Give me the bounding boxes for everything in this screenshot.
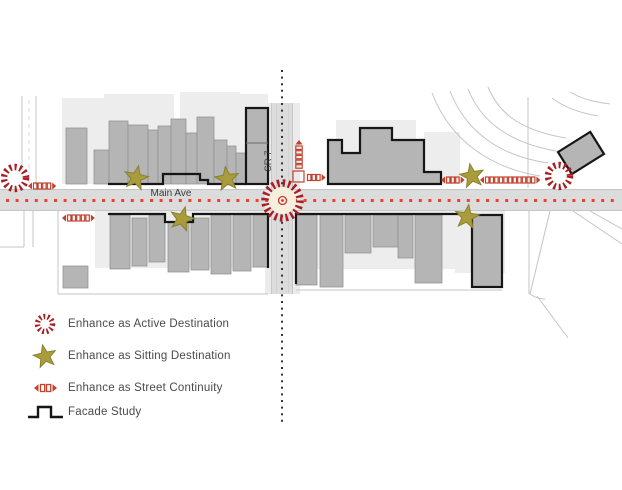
buildings-se-block — [295, 214, 443, 288]
street-continuity-marker-ne-long — [480, 176, 541, 184]
building — [185, 132, 198, 185]
street-continuity-marker-sr7-corner — [292, 140, 326, 183]
sr7-label: SR 7 — [263, 150, 274, 171]
building — [397, 214, 414, 259]
building — [190, 217, 210, 271]
building — [232, 214, 252, 272]
building — [147, 129, 159, 185]
facade-study-building-se — [470, 213, 504, 289]
building — [93, 149, 110, 185]
main-ave-road — [0, 189, 622, 211]
legend-item-facade-study: Facade Study — [26, 398, 141, 426]
arrow-squares-icon — [34, 383, 57, 393]
legend-label: Facade Study — [68, 406, 142, 418]
street-continuity-marker-nw — [28, 182, 57, 190]
building — [295, 214, 318, 286]
legend-label: Enhance as Street Continuity — [68, 382, 223, 394]
dashed-circle-icon — [34, 313, 56, 335]
building — [235, 152, 247, 185]
sitting-star — [457, 161, 486, 189]
building — [108, 120, 129, 185]
main-ave-label: Main Ave — [151, 188, 192, 199]
target-center-dot — [281, 199, 284, 202]
building — [344, 214, 372, 254]
building — [62, 265, 89, 289]
facade-study-building-nw — [244, 106, 270, 186]
star-icon — [31, 342, 59, 369]
active-destination-marker-left — [0, 163, 30, 193]
facade-study-line-sw — [108, 212, 270, 268]
facade-study-line-se — [294, 212, 468, 284]
building — [252, 214, 269, 268]
facade-study-line-nw — [108, 172, 246, 186]
building — [319, 214, 344, 288]
facade-study-building-ne — [326, 126, 443, 186]
legend-label: Enhance as Sitting Destination — [68, 350, 231, 362]
building — [210, 214, 232, 275]
street-continuity-marker-sw — [62, 214, 95, 222]
building — [157, 125, 172, 185]
legend-item-active-destination: Enhance as Active Destination — [26, 310, 229, 338]
street-continuity-marker-ne-short — [441, 176, 465, 184]
building — [65, 127, 88, 185]
legend-label: Enhance as Active Destination — [68, 318, 230, 330]
legend-item-street-continuity: Enhance as Street Continuity — [26, 374, 223, 402]
building — [414, 214, 443, 284]
building — [131, 217, 148, 267]
active-destination-marker-right — [544, 161, 574, 191]
target-center-icon — [277, 195, 288, 206]
side-roads — [0, 86, 622, 339]
active-destination-marker-intersection — [261, 179, 304, 222]
building — [148, 214, 166, 263]
buildings-sw-block — [62, 214, 269, 289]
building — [109, 214, 131, 270]
stepped-line-icon — [28, 405, 63, 419]
legend-item-sitting-destination: Enhance as Sitting Destination — [26, 342, 231, 370]
building — [372, 214, 399, 248]
buildings-nw-block — [65, 116, 247, 185]
